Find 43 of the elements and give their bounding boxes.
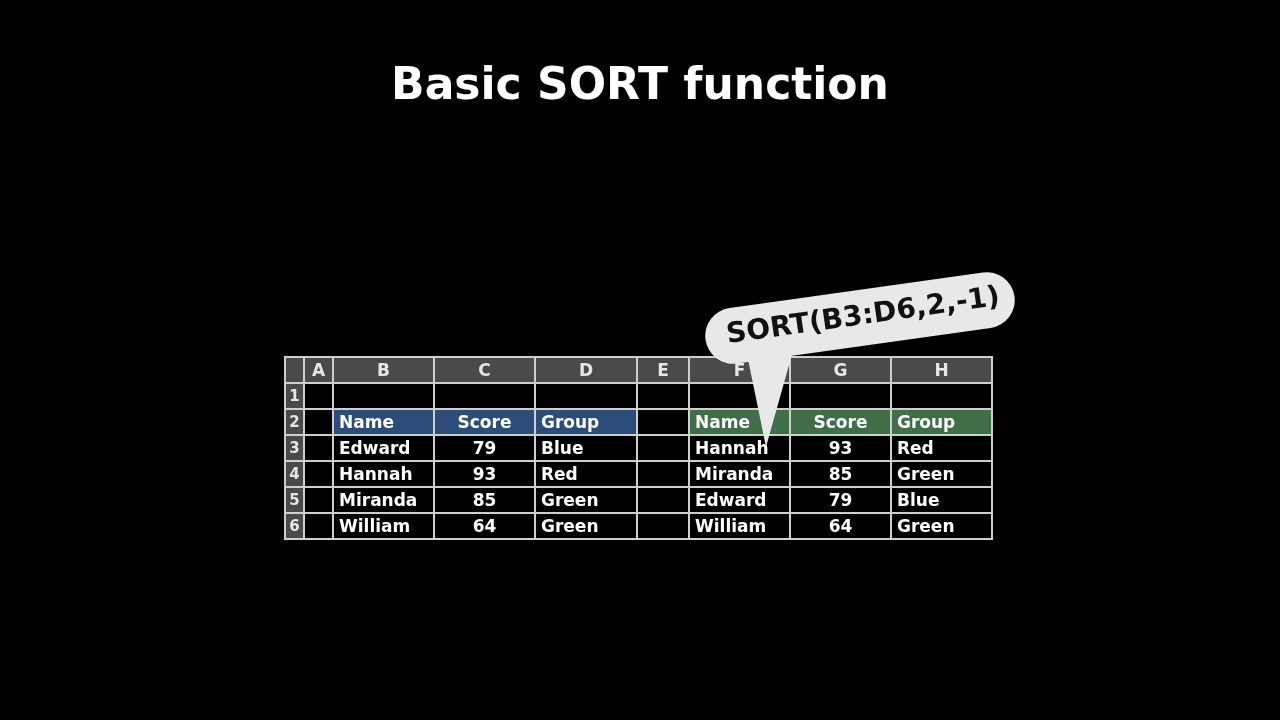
table-cell: Edward <box>334 436 433 460</box>
column-header: G <box>791 358 890 382</box>
column-header: D <box>536 358 636 382</box>
column-header: E <box>638 358 688 382</box>
table-cell: 93 <box>791 436 890 460</box>
table-cell: 79 <box>435 436 534 460</box>
row-header: 4 <box>286 462 303 486</box>
row-header: 3 <box>286 436 303 460</box>
column-header: B <box>334 358 433 382</box>
table-cell: Green <box>536 488 636 512</box>
row-header: 1 <box>286 384 303 408</box>
table-cell: Red <box>536 462 636 486</box>
table-cell: William <box>334 514 433 538</box>
table-header-cell: Name <box>334 410 433 434</box>
table-header-cell: Group <box>892 410 991 434</box>
table-cell: Hannah <box>690 436 789 460</box>
table-cell: 85 <box>435 488 534 512</box>
title: Basic SORT function <box>390 58 890 109</box>
row-header: 6 <box>286 514 303 538</box>
table-cell: 93 <box>435 462 534 486</box>
table-cell: Blue <box>892 488 991 512</box>
column-header: H <box>892 358 991 382</box>
table-cell: Hannah <box>334 462 433 486</box>
row-header: 5 <box>286 488 303 512</box>
table-cell: 64 <box>791 514 890 538</box>
table-cell: Green <box>892 462 991 486</box>
table-cell: Blue <box>536 436 636 460</box>
table-cell: Miranda <box>334 488 433 512</box>
table-cell: 85 <box>791 462 890 486</box>
table-header-cell: Score <box>435 410 534 434</box>
row-header: 2 <box>286 410 303 434</box>
table-cell: Green <box>892 514 991 538</box>
column-header: A <box>305 358 332 382</box>
table-header-cell: Score <box>791 410 890 434</box>
table-cell: William <box>690 514 789 538</box>
table-cell: Red <box>892 436 991 460</box>
table-cell: Green <box>536 514 636 538</box>
column-header: C <box>435 358 534 382</box>
table-cell: Miranda <box>690 462 789 486</box>
table-cell: Edward <box>690 488 789 512</box>
table-cell: 79 <box>791 488 890 512</box>
table-header-cell: Group <box>536 410 636 434</box>
table-cell: 64 <box>435 514 534 538</box>
